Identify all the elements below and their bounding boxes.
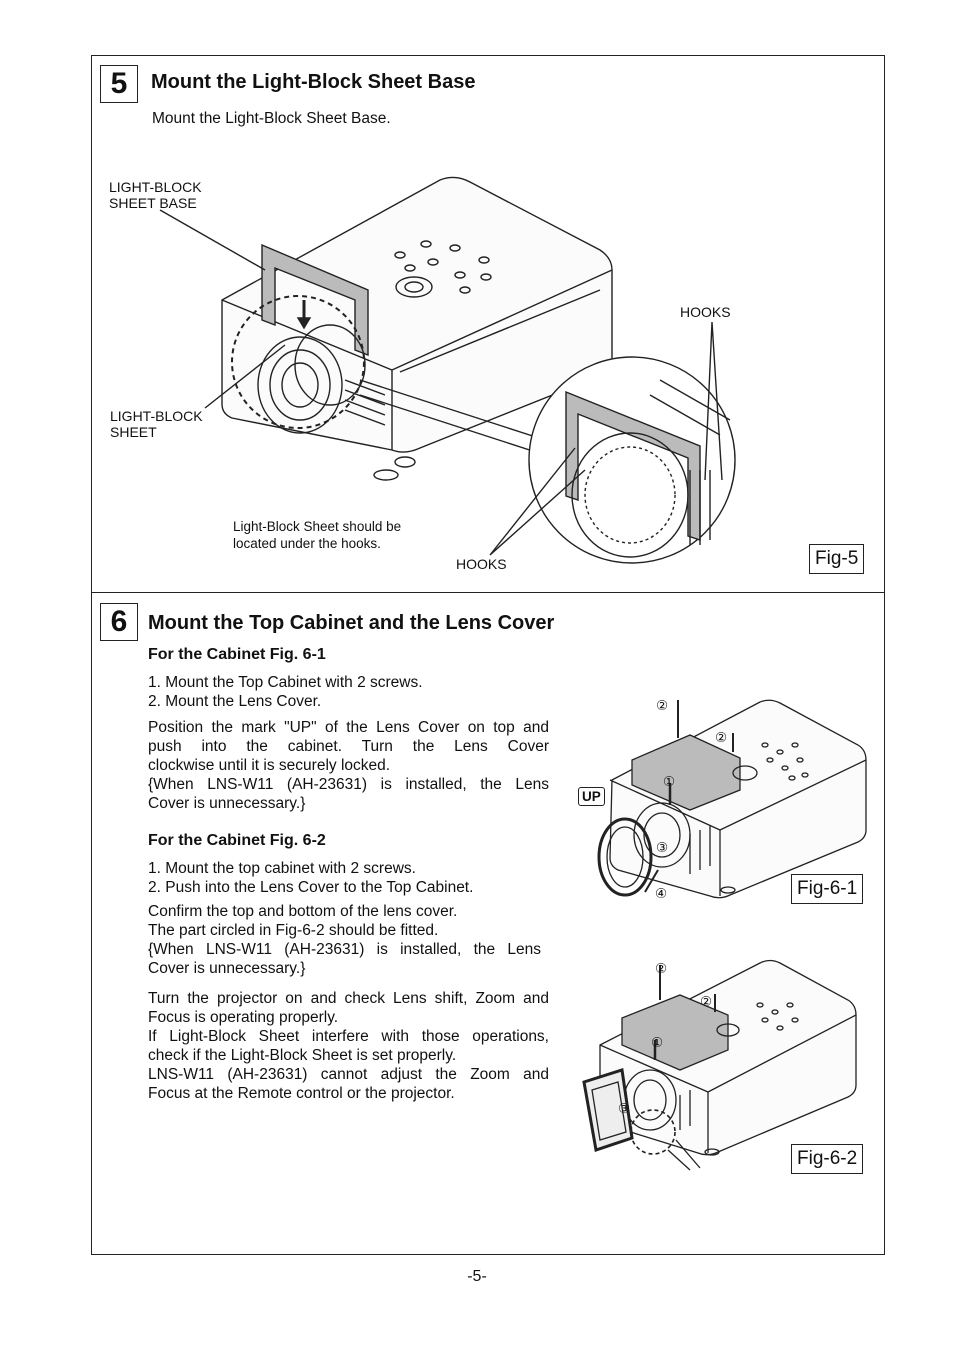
label-hooks-top: HOOKS — [680, 304, 731, 320]
label-sheet-base: LIGHT-BLOCK SHEET BASE — [109, 179, 202, 211]
label-hooks-bottom: HOOKS — [456, 556, 507, 572]
fig-5-illustration — [159, 176, 736, 564]
sub-heading-fig-6-2: For the Cabinet Fig. 6-2 — [148, 832, 326, 849]
page-number: -5- — [467, 1268, 487, 1285]
hooks-note: Light-Block Sheet should be located unde… — [233, 519, 402, 551]
fig-6-1-mark-2a: ② — [656, 698, 669, 713]
fig-6-2-paragraph: Confirm the top and bottom of the lens c… — [148, 903, 541, 977]
fig-6-1-steps: 1. Mount the Top Cabinet with 2 screws. … — [148, 674, 423, 710]
step-5-number: 5 — [100, 65, 138, 103]
step-5-intro: Mount the Light-Block Sheet Base. — [152, 110, 391, 127]
page-frame — [91, 55, 885, 1255]
fig-6-1-mark-3: ③ — [656, 840, 669, 855]
fig-6-1-mark-1: ① — [663, 774, 676, 789]
sub-heading-fig-6-1: For the Cabinet Fig. 6-1 — [148, 646, 326, 663]
fig-6-2-illustration — [582, 959, 857, 1171]
fig-6-2-tag: Fig-6-2 — [791, 1144, 864, 1174]
fig-6-1-illustration — [597, 699, 867, 899]
label-sheet: LIGHT-BLOCK SHEET — [110, 408, 203, 440]
fig-6-1-paragraph: Position the mark "UP" of the Lens Cover… — [148, 719, 549, 812]
section-divider — [91, 592, 885, 593]
fig-6-2-steps: 1. Mount the top cabinet with 2 screws. … — [148, 860, 474, 896]
fig-6-2-mark-2a: ② — [655, 961, 668, 976]
step-6-title: Mount the Top Cabinet and the Lens Cover — [148, 612, 555, 634]
fig-6-1-up-mark: UP — [578, 787, 605, 806]
fig-6-2-mark-2b: ② — [700, 994, 713, 1009]
fig-6-1-mark-2b: ② — [715, 730, 728, 745]
fig-6-1-mark-4: ④ — [655, 886, 668, 901]
fig-6-2-mark-1: ① — [651, 1035, 664, 1050]
fig-6-2-mark-3: ③ — [618, 1101, 631, 1116]
final-check-paragraph: Turn the projector on and check Lens shi… — [148, 990, 549, 1102]
fig-6-1-tag: Fig-6-1 — [791, 874, 864, 904]
step-6-number: 6 — [100, 603, 138, 641]
fig-5-tag: Fig-5 — [809, 544, 865, 574]
step-5-title: Mount the Light-Block Sheet Base — [151, 71, 476, 93]
